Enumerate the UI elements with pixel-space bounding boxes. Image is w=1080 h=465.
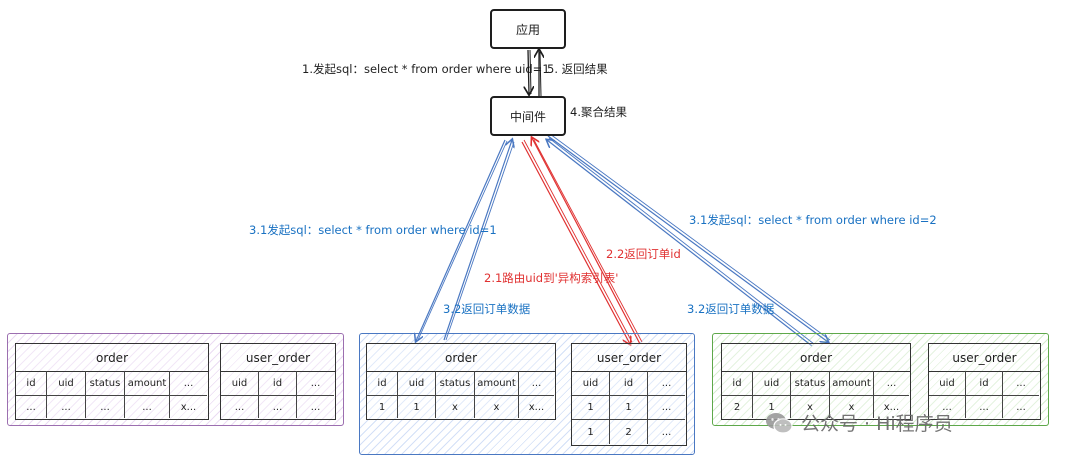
middleware-node-label: 中间件: [509, 109, 546, 124]
user-order-cell: 2: [610, 420, 648, 444]
app-node: 应用: [490, 9, 566, 49]
app-node-label: 应用: [515, 22, 540, 37]
order-cell: x...: [528, 401, 545, 413]
user-order-cell: 1: [572, 396, 610, 420]
arrow-route-to-index-table: [521, 139, 633, 344]
user-order-cell: ...: [648, 396, 685, 420]
arrow-query-left-db: [416, 139, 508, 341]
arrow-result-to-app: [539, 50, 541, 97]
order-header-uid: uid: [47, 371, 86, 396]
order-header-status: status: [86, 371, 125, 396]
order-cell: x...: [180, 401, 197, 413]
label-step32-right: 3.2返回订单数据: [687, 302, 775, 316]
watermark-text: 公众号 · Hi程序员: [801, 413, 953, 435]
arrow-return-left-db: [443, 140, 514, 341]
user-order-header-more: ...: [297, 371, 334, 396]
label-step32-left: 3.2返回订单数据: [443, 302, 531, 316]
database-shard-1: order id uid status amount ... ... ... .…: [7, 333, 344, 426]
order-header-id: id: [367, 371, 398, 396]
user-order-cell: ...: [221, 396, 259, 418]
order-cell: ...: [86, 396, 125, 418]
user-order-table-title: user_order: [929, 344, 1040, 372]
user-order-cell: ...: [966, 396, 1003, 418]
user-order-cell: ...: [1016, 401, 1026, 413]
user-order-header-uid: uid: [221, 371, 259, 396]
wechat-icon: [766, 412, 793, 434]
order-header-amount: amount: [475, 371, 519, 396]
user-order-table-title: user_order: [221, 344, 335, 372]
middleware-node: 中间件: [490, 96, 566, 136]
order-header-more: ...: [874, 371, 909, 396]
order-cell: x: [791, 396, 830, 418]
user-order-cell: ...: [661, 426, 672, 438]
arrow-return-order-id: [532, 138, 643, 345]
order-cell: ...: [125, 396, 170, 418]
order-cell: x...: [883, 401, 900, 413]
order-table: order id uid status amount ... 1 1 x x x…: [366, 343, 556, 420]
order-cell: 1: [398, 396, 436, 418]
user-order-header-id: id: [966, 371, 1003, 396]
user-order-cell: ...: [310, 401, 321, 413]
label-step22: 2.2返回订单id: [606, 247, 681, 261]
order-header-more: ...: [170, 371, 207, 396]
order-cell: 1: [753, 396, 791, 418]
order-header-more: ...: [519, 371, 554, 396]
label-step4: 4.聚合结果: [570, 105, 627, 119]
order-header-amount: amount: [830, 371, 874, 396]
user-order-cell: ...: [929, 396, 966, 418]
order-table-title: order: [16, 344, 208, 372]
label-step21: 2.1路由uid到'异构索引表': [484, 271, 619, 285]
user-order-header-id: id: [610, 371, 648, 396]
order-table: order id uid status amount ... ... ... .…: [15, 343, 209, 420]
user-order-header-more: ...: [648, 371, 685, 396]
user-order-header-id: id: [259, 371, 297, 396]
user-order-header-uid: uid: [572, 371, 610, 396]
order-header-uid: uid: [753, 371, 791, 396]
user-order-table-title: user_order: [572, 344, 686, 372]
order-cell: ...: [16, 396, 47, 418]
order-header-status: status: [791, 371, 830, 396]
order-table: order id uid status amount ... 2 1 x x x…: [721, 343, 911, 420]
order-cell: ...: [47, 396, 86, 418]
arrow-return-right-db: [547, 137, 815, 347]
arrow-sql-to-middleware: [528, 49, 531, 94]
user-order-cell: 1: [610, 396, 648, 420]
user-order-table: user_order uid id ... ... ... ...: [928, 343, 1041, 420]
order-header-status: status: [436, 371, 475, 396]
order-header-id: id: [722, 371, 753, 396]
arrow-query-right-db: [547, 133, 831, 342]
database-shard-2: order id uid status amount ... 1 1 x x x…: [359, 333, 695, 455]
watermark: 公众号 · Hi程序员: [765, 409, 953, 436]
user-order-table: user_order uid id ... 1 1 ... 1 2 ...: [571, 343, 687, 446]
user-order-cell: ...: [259, 396, 297, 418]
order-cell: x: [830, 396, 874, 418]
label-step31-right: 3.1发起sql：select * from order where id=2: [689, 213, 937, 227]
order-cell: 1: [367, 396, 398, 418]
user-order-cell: 1: [572, 420, 610, 444]
order-cell: 2: [722, 396, 753, 418]
user-order-header-more: ...: [1003, 371, 1039, 396]
label-step1: 1.发起sql：select * from order where uid=1: [302, 62, 550, 76]
label-step31-left: 3.1发起sql：select * from order where id=1: [249, 223, 497, 237]
order-header-uid: uid: [398, 371, 436, 396]
user-order-table: user_order uid id ... ... ... ...: [220, 343, 336, 420]
label-step5: 5. 返回结果: [547, 62, 608, 76]
order-header-id: id: [16, 371, 47, 396]
user-order-header-uid: uid: [929, 371, 966, 396]
order-table-title: order: [722, 344, 910, 372]
order-cell: x: [436, 396, 475, 418]
order-cell: x: [475, 396, 519, 418]
database-shard-3: order id uid status amount ... 2 1 x x x…: [712, 333, 1049, 426]
order-header-amount: amount: [125, 371, 170, 396]
order-table-title: order: [367, 344, 555, 372]
